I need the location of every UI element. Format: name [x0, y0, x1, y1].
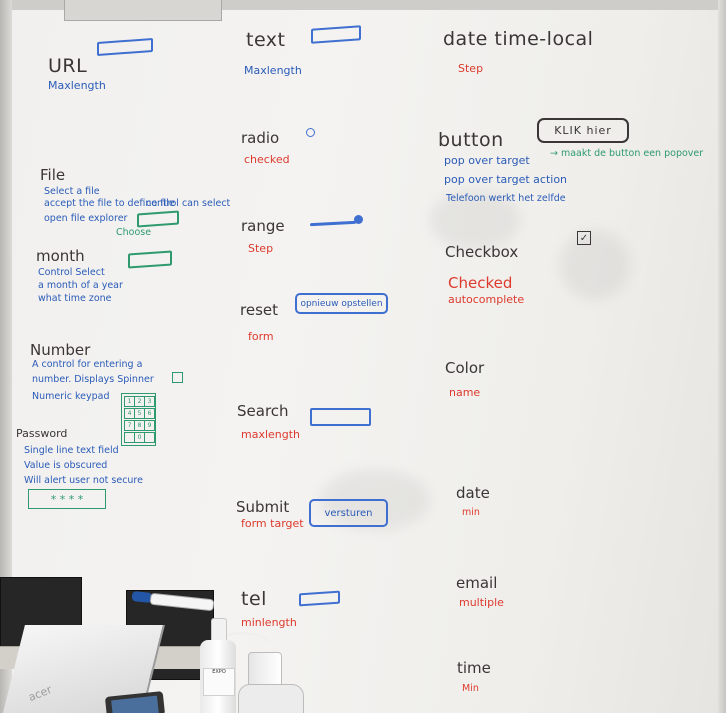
- tel-input-sketch: [299, 590, 340, 607]
- month-line: what time zone: [38, 293, 112, 304]
- reset-title: reset: [240, 301, 278, 319]
- file-choose-label: Choose: [116, 227, 152, 238]
- file-line: accept the file to define file: [44, 198, 175, 209]
- time-attr: Min: [462, 683, 479, 694]
- board-clip: [64, 0, 222, 21]
- password-title: Password: [16, 427, 68, 440]
- submit-title: Submit: [236, 498, 290, 516]
- text-title: text: [246, 29, 286, 51]
- button-line: pop over target: [444, 154, 530, 167]
- radio-attr: checked: [244, 153, 290, 166]
- text-input-sketch: [311, 25, 361, 44]
- month-line: a month of a year: [38, 280, 123, 291]
- text-attr: Maxlength: [244, 64, 302, 77]
- board-frame-top: [0, 0, 726, 10]
- button-title: button: [438, 129, 504, 151]
- range-knob-icon: [354, 215, 363, 224]
- cleaner-bottle-label: EXPO: [203, 668, 235, 696]
- keypad-sketch: 1 2 3 4 5 6 7 8 9 0: [121, 393, 156, 446]
- file-line: open file explorer: [44, 213, 128, 224]
- number-line: Numeric keypad: [32, 391, 110, 402]
- number-line: A control for entering a: [32, 359, 143, 370]
- board-frame-left: [0, 0, 12, 713]
- file-line: control can select: [146, 198, 231, 209]
- smudge: [560, 230, 630, 300]
- range-title: range: [241, 217, 285, 235]
- search-input-sketch: [310, 408, 371, 426]
- date-title: date: [456, 484, 490, 502]
- url-input-sketch: [97, 38, 153, 56]
- button-line: pop over target action: [444, 173, 568, 186]
- password-line: Will alert user not secure: [24, 475, 143, 486]
- month-title: month: [36, 247, 85, 265]
- password-line: Value is obscured: [24, 460, 108, 471]
- file-line: Select a file: [44, 186, 100, 197]
- url-attr: Maxlength: [48, 79, 106, 92]
- date-attr: min: [462, 507, 480, 518]
- range-attr: Step: [248, 242, 274, 255]
- search-title: Search: [237, 402, 289, 420]
- url-title: URL: [48, 55, 88, 77]
- tel-title: tel: [241, 588, 267, 610]
- range-track-sketch: [309, 220, 357, 227]
- submit-attr: form target: [241, 517, 304, 530]
- checkbox-icon: ✓: [577, 231, 591, 245]
- color-attr: name: [449, 386, 481, 399]
- button-line: Telefoon werkt het zelfde: [446, 193, 566, 204]
- number-line: number. Displays Spinner: [32, 374, 154, 385]
- keypad-key: 6: [144, 408, 155, 419]
- number-title: Number: [30, 341, 91, 359]
- checkbox-title: Checkbox: [445, 243, 519, 261]
- password-line: Single line text field: [24, 445, 119, 456]
- checkbox-attr: autocomplete: [448, 293, 525, 306]
- keypad-key: 3: [144, 396, 155, 407]
- button-note: → maakt de button een popover: [550, 148, 704, 159]
- spinner-icon: [172, 372, 183, 383]
- radio-title: radio: [241, 129, 280, 147]
- keypad-key: 9: [144, 420, 155, 431]
- password-field-sketch: * * * *: [28, 489, 106, 509]
- checkbox-attr: Checked: [448, 274, 513, 292]
- klik-hier-button-sketch: KLIK hier: [537, 118, 629, 143]
- time-title: time: [457, 659, 491, 677]
- month-input-sketch: [128, 250, 172, 269]
- submit-button-sketch: versturen: [309, 499, 388, 527]
- email-title: email: [456, 574, 498, 592]
- datetime-attr: Step: [458, 62, 484, 75]
- month-line: Control Select: [38, 267, 105, 278]
- board-frame-right: [718, 0, 726, 713]
- datetime-title: date time-local: [443, 28, 594, 50]
- file-title: File: [40, 166, 66, 184]
- file-input-sketch: [137, 210, 179, 228]
- reset-attr: form: [248, 330, 274, 343]
- keypad-key: [144, 432, 155, 443]
- reset-button-sketch: opnieuw opstellen: [295, 293, 388, 314]
- email-attr: multiple: [459, 596, 504, 609]
- smudge: [430, 190, 520, 250]
- color-title: Color: [445, 359, 485, 377]
- tel-attr: minlength: [241, 616, 297, 629]
- search-attr: maxlength: [241, 428, 301, 441]
- charging-hub: [238, 684, 304, 713]
- radio-icon: [306, 128, 315, 137]
